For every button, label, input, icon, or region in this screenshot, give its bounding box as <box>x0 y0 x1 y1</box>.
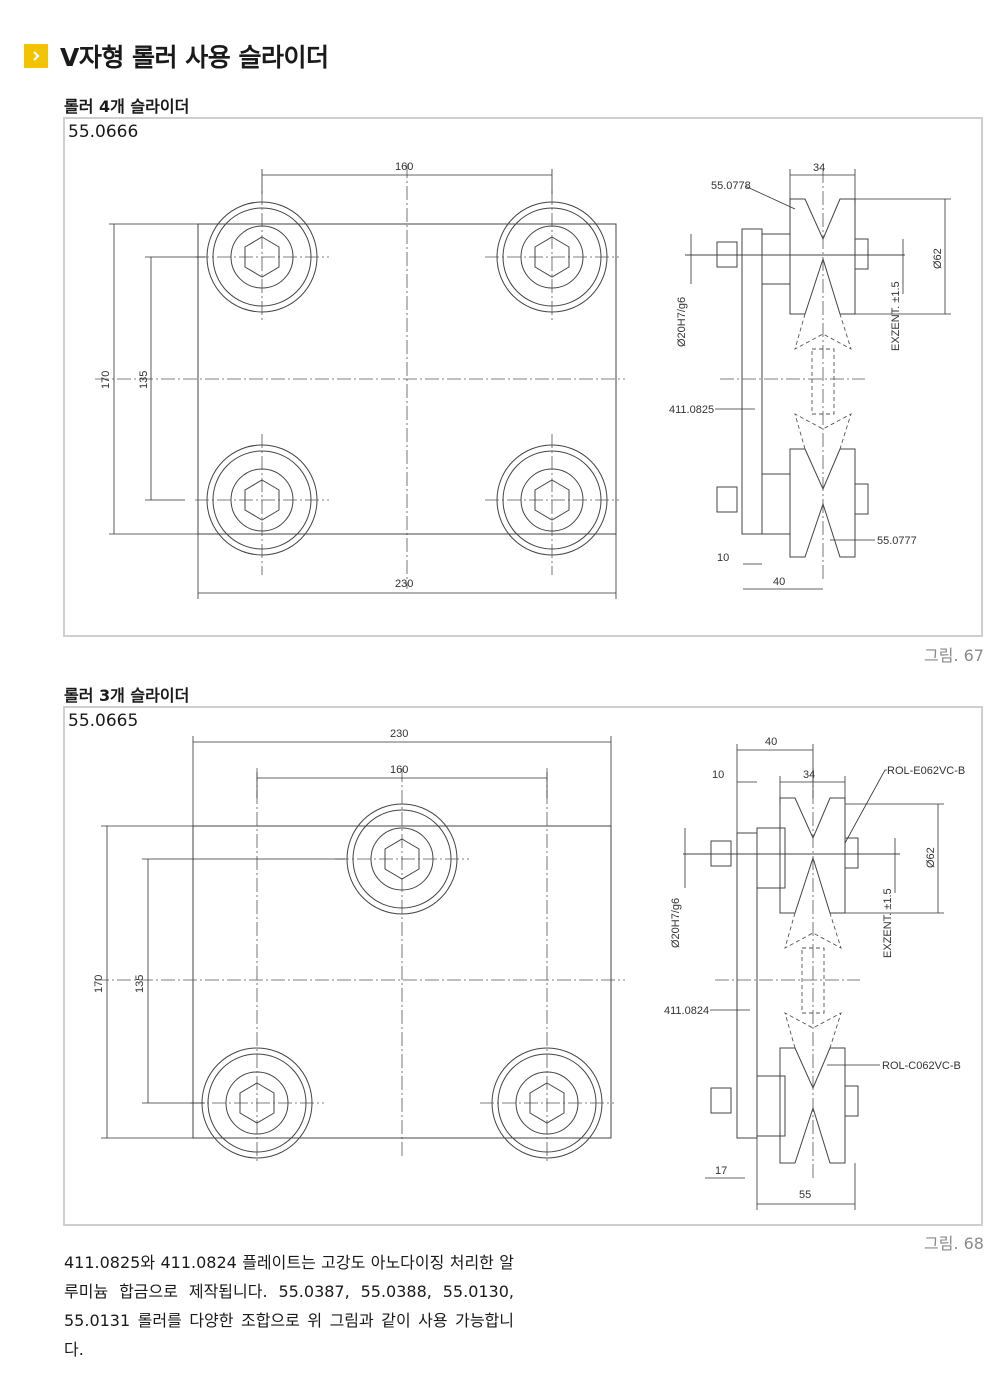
dim-170-2: 170 <box>93 975 105 993</box>
drawing-panel-2: 55.0665 230 160 170 <box>63 706 983 1226</box>
figure-label-68: 그림. 68 <box>924 1234 984 1253</box>
part-number-2: 55.0665 <box>68 711 139 731</box>
dim-40-2: 40 <box>765 736 777 748</box>
ref-top-1: 55.0778 <box>711 180 751 192</box>
dim-170: 170 <box>100 371 112 389</box>
dim-10-2: 10 <box>712 769 724 781</box>
dim-160: 160 <box>395 161 413 173</box>
roller-bottom-left <box>195 434 329 575</box>
ref-plate-1: 411.0825 <box>669 404 714 416</box>
section-header: V자형 롤러 사용 슬라이더 <box>24 38 329 74</box>
dim-d62-2: Ø62 <box>925 847 937 868</box>
dim-135-2: 135 <box>134 975 146 993</box>
exzent-1: EXZENT. ±1.5 <box>890 281 902 351</box>
dim-d62: Ø62 <box>932 248 944 269</box>
roller-top-center <box>335 803 469 915</box>
dim-230: 230 <box>395 578 413 590</box>
figure-label-67: 그림. 67 <box>924 646 984 665</box>
dim-230-2: 230 <box>390 728 408 740</box>
exzent-2: EXZENT. ±1.5 <box>882 888 894 958</box>
ref-top-2: ROL-E062VC-B <box>887 765 965 777</box>
fit-1: Ø20H7/g6 <box>676 297 688 347</box>
roller-top-right <box>485 191 619 323</box>
ref-bottom-2: ROL-C062VC-B <box>882 1060 961 1072</box>
roller-top-left <box>195 191 329 323</box>
dim-160-2: 160 <box>390 764 408 776</box>
technical-drawing-1: 160 230 170 135 34 Ø62 <box>95 161 951 599</box>
roller-bottom-right-2 <box>480 768 614 1163</box>
dim-55: 55 <box>799 1189 811 1201</box>
part-number-1: 55.0666 <box>68 122 139 142</box>
roller-bottom-right <box>485 434 619 575</box>
section1-heading: 롤러 4개 슬라이더 <box>64 97 190 116</box>
ref-plate-2: 411.0824 <box>664 1005 709 1017</box>
roller-bottom-left-2 <box>190 768 324 1163</box>
dim-135: 135 <box>138 371 150 389</box>
dim-40: 40 <box>773 576 785 588</box>
drawing-panel-1: 55.0666 <box>63 117 983 637</box>
technical-drawing-2: 230 160 170 135 40 10 <box>93 728 965 1210</box>
chevron-right-icon <box>24 44 48 68</box>
dim-34: 34 <box>813 162 825 174</box>
page-title: V자형 롤러 사용 슬라이더 <box>60 43 329 72</box>
section2-heading: 롤러 3개 슬라이더 <box>64 686 190 705</box>
dim-10: 10 <box>717 552 729 564</box>
side-view-2 <box>683 768 900 1178</box>
dim-17: 17 <box>715 1165 727 1177</box>
side-view-1 <box>685 169 905 579</box>
fit-2: Ø20H7/g6 <box>670 898 682 948</box>
dim-34-2: 34 <box>803 769 815 781</box>
ref-bottom-1: 55.0777 <box>877 535 917 547</box>
description-text: 411.0825와 411.0824 플레이트는 고강도 아노다이징 처리한 알… <box>64 1253 514 1359</box>
